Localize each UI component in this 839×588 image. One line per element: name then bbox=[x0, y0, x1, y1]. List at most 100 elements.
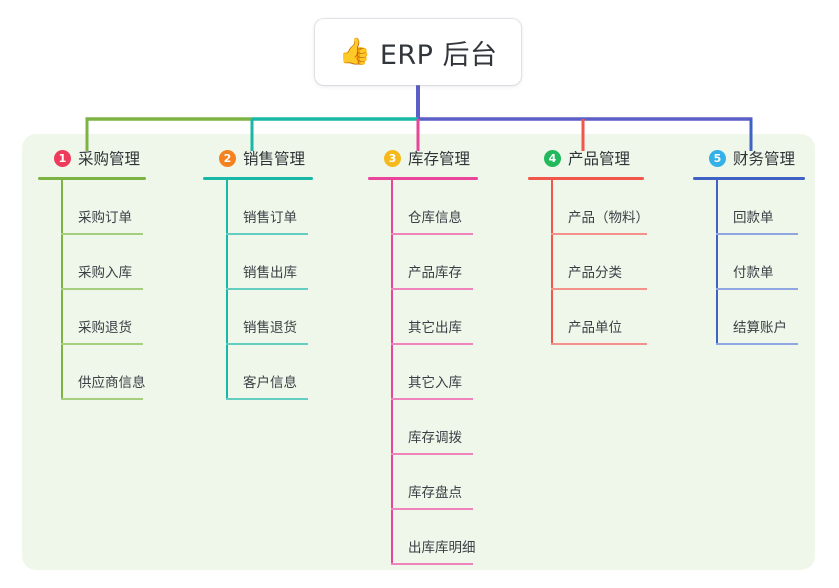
branch-number-badge: 2 bbox=[219, 149, 236, 167]
branch-item-underline bbox=[61, 288, 143, 290]
branch-item-label: 回款单 bbox=[733, 210, 774, 226]
branch-item-underline bbox=[391, 288, 473, 290]
branch-underline bbox=[368, 177, 478, 180]
branch-item-label: 采购订单 bbox=[78, 210, 132, 226]
branch-item-underline bbox=[391, 508, 473, 510]
branch-item-underline bbox=[226, 288, 308, 290]
branch-item-label: 付款单 bbox=[733, 265, 774, 281]
branch-item[interactable]: 产品分类 bbox=[551, 235, 647, 290]
branch-item-underline bbox=[716, 233, 798, 235]
branch-title: 销售管理 bbox=[243, 150, 306, 168]
branch-item-label: 供应商信息 bbox=[78, 375, 146, 391]
branch-item-label: 销售订单 bbox=[243, 210, 297, 226]
branch-item[interactable]: 产品单位 bbox=[551, 290, 647, 345]
branch-item-underline bbox=[391, 453, 473, 455]
branch-item[interactable]: 采购订单 bbox=[61, 180, 146, 235]
branch-item-underline bbox=[61, 343, 143, 345]
branch-item-label: 其它入库 bbox=[408, 375, 462, 391]
branch-item-label: 采购退货 bbox=[78, 320, 132, 336]
branch-spine bbox=[391, 180, 393, 565]
branch-underline bbox=[528, 177, 644, 180]
branch-item-underline bbox=[391, 233, 473, 235]
branch-item[interactable]: 采购退货 bbox=[61, 290, 146, 345]
branch-item-underline bbox=[391, 398, 473, 400]
branch-header-2[interactable]: 2 销售管理 bbox=[203, 146, 313, 170]
branch-item[interactable]: 仓库信息 bbox=[391, 180, 478, 235]
branch-item[interactable]: 回款单 bbox=[716, 180, 805, 235]
branch-item-label: 出库库明细 bbox=[408, 540, 476, 556]
branch-item[interactable]: 供应商信息 bbox=[61, 345, 146, 400]
branch-item[interactable]: 产品（物料） bbox=[551, 180, 649, 235]
branch-column-5: 5 财务管理回款单付款单结算账户 bbox=[693, 146, 805, 345]
branch-item[interactable]: 出库库明细 bbox=[391, 510, 478, 565]
branch-spine bbox=[226, 180, 228, 400]
branch-column-4: 4 产品管理产品（物料） 产品分类产品单位 bbox=[528, 146, 649, 345]
branch-item[interactable]: 产品库存 bbox=[391, 235, 478, 290]
branch-item-underline bbox=[391, 343, 473, 345]
branch-item-label: 销售退货 bbox=[243, 320, 297, 336]
branch-item-underline bbox=[61, 398, 143, 400]
branch-column-1: 1 采购管理采购订单采购入库采购退货供应商信息 bbox=[38, 146, 146, 400]
branch-item[interactable]: 库存盘点 bbox=[391, 455, 478, 510]
branch-item-list: 回款单付款单结算账户 bbox=[716, 180, 805, 345]
branch-column-2: 2 销售管理销售订单销售出库销售退货客户信息 bbox=[203, 146, 313, 400]
branch-item-underline bbox=[551, 343, 647, 345]
diagram-canvas bbox=[22, 134, 815, 570]
branch-item-underline bbox=[716, 343, 798, 345]
branch-item[interactable]: 其它出库 bbox=[391, 290, 478, 345]
branch-item-list: 销售订单销售出库销售退货客户信息 bbox=[226, 180, 313, 400]
branch-item-label: 库存盘点 bbox=[408, 485, 462, 501]
thumbs-up-icon: 👍 bbox=[338, 37, 371, 67]
branch-item-underline bbox=[391, 563, 473, 565]
branch-item[interactable]: 其它入库 bbox=[391, 345, 478, 400]
branch-header-4[interactable]: 4 产品管理 bbox=[528, 146, 644, 170]
branch-item-label: 产品库存 bbox=[408, 265, 462, 281]
branch-number-badge: 1 bbox=[54, 149, 71, 167]
branch-item[interactable]: 采购入库 bbox=[61, 235, 146, 290]
branch-item-label: 结算账户 bbox=[733, 320, 787, 336]
branch-underline bbox=[693, 177, 805, 180]
branch-number-badge: 4 bbox=[544, 149, 561, 167]
branch-item-list: 产品（物料） 产品分类产品单位 bbox=[551, 180, 649, 345]
branch-title: 采购管理 bbox=[78, 150, 141, 168]
branch-spine bbox=[61, 180, 63, 400]
branch-item-underline bbox=[61, 233, 143, 235]
branch-item[interactable]: 结算账户 bbox=[716, 290, 805, 345]
branch-item[interactable]: 销售退货 bbox=[226, 290, 313, 345]
branch-spine bbox=[716, 180, 718, 345]
branch-item-underline bbox=[716, 288, 798, 290]
branch-header-1[interactable]: 1 采购管理 bbox=[38, 146, 146, 170]
branch-item-underline bbox=[551, 233, 647, 235]
branch-item[interactable]: 库存调拨 bbox=[391, 400, 478, 455]
branch-item-label: 采购入库 bbox=[78, 265, 132, 281]
branch-item-list: 仓库信息产品库存其它出库其它入库库存调拨库存盘点出库库明细 bbox=[391, 180, 478, 565]
root-node[interactable]: 👍 ERP 后台 bbox=[315, 19, 521, 85]
branch-item-label: 销售出库 bbox=[243, 265, 297, 281]
branch-item-list: 采购订单采购入库采购退货供应商信息 bbox=[61, 180, 146, 400]
branch-item[interactable]: 付款单 bbox=[716, 235, 805, 290]
branch-item-underline bbox=[226, 398, 308, 400]
branch-item-label: 客户信息 bbox=[243, 375, 297, 391]
branch-underline bbox=[203, 177, 313, 180]
branch-item-underline bbox=[551, 288, 647, 290]
branch-item[interactable]: 销售订单 bbox=[226, 180, 313, 235]
branch-item-underline bbox=[226, 343, 308, 345]
branch-column-3: 3 库存管理仓库信息产品库存其它出库其它入库库存调拨库存盘点出库库明细 bbox=[368, 146, 478, 565]
branch-number-badge: 5 bbox=[709, 149, 726, 167]
branch-title: 财务管理 bbox=[733, 150, 796, 168]
branch-item[interactable]: 销售出库 bbox=[226, 235, 313, 290]
branch-item-label: 库存调拨 bbox=[408, 430, 462, 446]
branch-item-label: 产品（物料） bbox=[568, 210, 649, 226]
branch-number-badge: 3 bbox=[384, 149, 401, 167]
branch-item[interactable]: 客户信息 bbox=[226, 345, 313, 400]
branch-item-label: 产品单位 bbox=[568, 320, 622, 336]
root-title: ERP 后台 bbox=[379, 39, 498, 71]
branch-title: 产品管理 bbox=[568, 150, 631, 168]
branch-title: 库存管理 bbox=[408, 150, 471, 168]
branch-item-label: 仓库信息 bbox=[408, 210, 462, 226]
branch-header-5[interactable]: 5 财务管理 bbox=[693, 146, 805, 170]
branch-header-3[interactable]: 3 库存管理 bbox=[368, 146, 478, 170]
branch-item-label: 其它出库 bbox=[408, 320, 462, 336]
branch-item-underline bbox=[226, 233, 308, 235]
